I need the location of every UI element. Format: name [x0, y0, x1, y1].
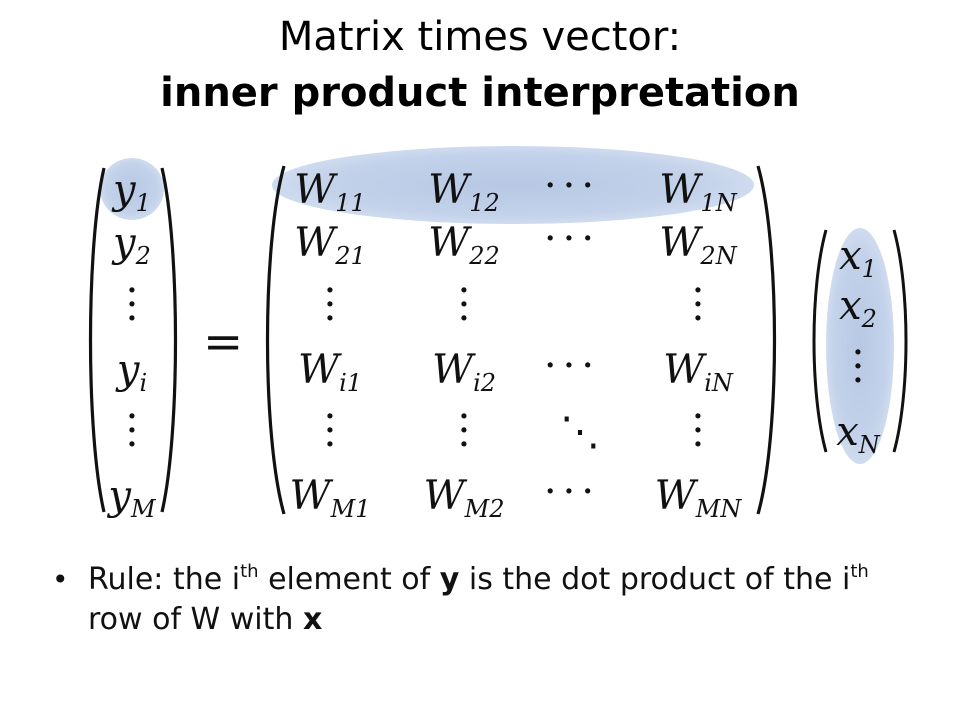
y-entry-i: yi [116, 347, 148, 397]
y-right-paren [160, 167, 178, 513]
w-vdots-col1-a: ··· [323, 268, 337, 342]
w-right-paren [756, 165, 777, 515]
w-cell-i-N: WiN [663, 347, 733, 397]
x-entry-1: x1 [839, 233, 877, 283]
w-hdots-M: ··· [543, 469, 601, 515]
w-cell-1-1: W11 [294, 167, 366, 217]
w-hdots-i: ··· [543, 343, 601, 389]
slide-title-line-2: inner product interpretation [160, 70, 800, 116]
y-left-paren [88, 167, 106, 513]
row1-highlight [272, 146, 754, 224]
slide-title-line-1: Matrix times vector: [278, 14, 682, 60]
w-cell-i-1: Wi1 [297, 347, 363, 397]
w-cell-2-N: W2N [659, 220, 737, 270]
w-cell-2-1: W21 [294, 220, 366, 270]
y-vdots-2: ··· [125, 394, 139, 468]
w-hdots-2: ··· [543, 216, 601, 262]
w-cell-M-1: WM1 [289, 473, 371, 523]
w-cell-M-N: WMN [654, 473, 742, 523]
w-ddots: ⋱ [560, 409, 600, 455]
w-vdots-col1-b: ··· [323, 394, 337, 468]
w-cell-i-2: Wi2 [431, 347, 497, 397]
w-cell-1-2: W12 [428, 167, 500, 217]
w-cell-M-2: WM2 [423, 473, 505, 523]
x-vdots: ··· [851, 330, 865, 404]
w-vdots-colN-b: ··· [691, 394, 705, 468]
w-hdots-1: ··· [543, 163, 601, 209]
y-entry-2: y2 [113, 220, 151, 270]
x-entry-N: xN [836, 409, 880, 459]
w-cell-2-2: W22 [428, 220, 500, 270]
y-entry-1: y1 [113, 167, 151, 217]
y-entry-M: yM [108, 473, 156, 523]
x-right-paren [892, 229, 908, 453]
w-vdots-colN-a: ··· [691, 268, 705, 342]
bullet-dot-icon: • [52, 563, 69, 596]
y1-highlight [100, 158, 164, 220]
w-vdots-col2-a: ··· [457, 268, 471, 342]
w-left-paren [265, 165, 286, 515]
w-cell-1-N: W1N [659, 167, 737, 217]
w-vdots-col2-b: ··· [457, 394, 471, 468]
x-entry-2: x2 [839, 283, 877, 333]
x-left-paren [812, 229, 828, 453]
equals-sign: = [203, 314, 244, 370]
rule-text: Rule: the ith element of y is the dot pr… [88, 561, 869, 637]
y-vdots-1: ··· [125, 268, 139, 342]
x-vector-highlight [826, 228, 894, 464]
rule-bullet: • Rule: the ith element of y is the dot … [52, 560, 932, 640]
